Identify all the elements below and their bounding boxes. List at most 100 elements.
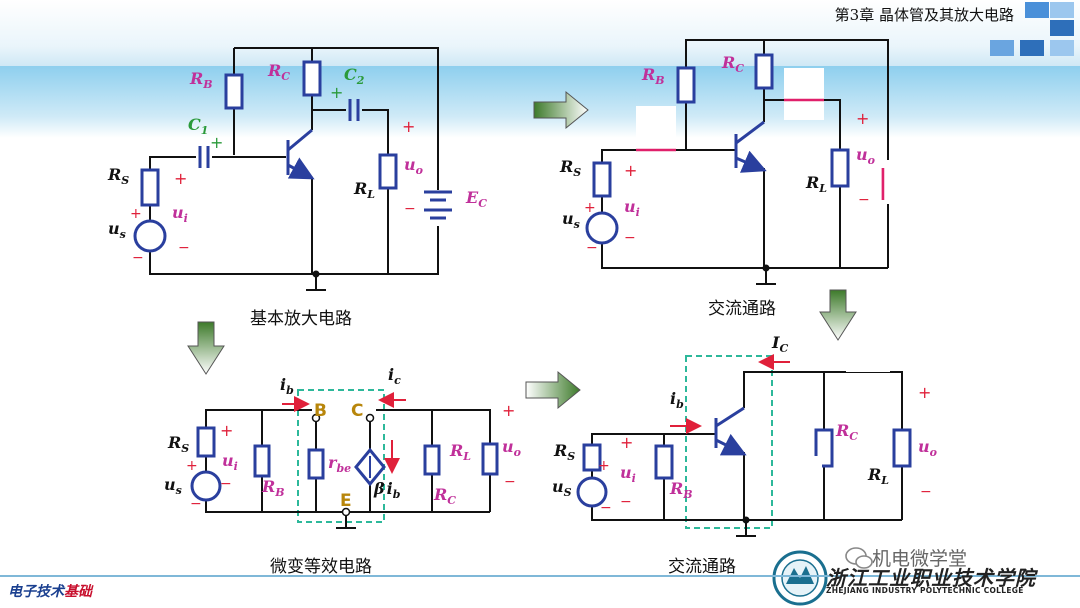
svg-text:+: + bbox=[918, 383, 931, 402]
right-arrow-icon bbox=[533, 90, 589, 130]
resistor-rb bbox=[224, 73, 244, 110]
ac-dashed-box bbox=[685, 355, 773, 529]
node-c: C bbox=[351, 401, 363, 421]
label-rl-4: RL bbox=[867, 465, 889, 487]
svg-text:−: − bbox=[600, 500, 612, 516]
source-us-3 bbox=[190, 470, 222, 502]
svg-text:+: + bbox=[502, 401, 515, 420]
header-band bbox=[0, 0, 1080, 66]
minus-us: − bbox=[132, 250, 144, 266]
label-rb-4: RB bbox=[669, 479, 693, 501]
svg-text:−: − bbox=[858, 192, 870, 208]
label-ui-3: ui bbox=[222, 451, 238, 473]
label-rs-2: RS bbox=[559, 157, 581, 179]
wechat-account: 机电微学堂 bbox=[872, 548, 968, 570]
resistor-rb-4 bbox=[654, 444, 674, 480]
logo-square bbox=[1050, 2, 1074, 18]
footer-divider bbox=[0, 575, 1080, 577]
mask-box bbox=[636, 106, 676, 170]
svg-text:−: − bbox=[220, 476, 232, 492]
label-us: us bbox=[108, 219, 126, 241]
down-arrow-icon bbox=[819, 289, 857, 341]
college-name-en: ZHEJIANG INDUSTRY POLYTECHNIC COLLEGE bbox=[826, 586, 1024, 595]
svg-text:+: + bbox=[856, 109, 869, 128]
mask-box bbox=[782, 456, 822, 512]
label-rl-2: RL bbox=[805, 173, 827, 195]
label-c2: C2 bbox=[344, 65, 365, 87]
footer-course-title: 电子技术基础 bbox=[8, 584, 92, 600]
caption-ac-path-2: 交流通路 bbox=[668, 557, 736, 577]
minus-uo: − bbox=[404, 201, 416, 217]
ac-path-circuit-1 bbox=[601, 39, 889, 284]
label-ui: ui bbox=[172, 203, 188, 225]
ac-path-circuit-2 bbox=[591, 371, 903, 536]
minus-ui: − bbox=[178, 240, 190, 256]
label-rl: RL bbox=[353, 179, 375, 201]
svg-text:−: − bbox=[620, 494, 632, 510]
equiv-dashed-box bbox=[297, 389, 385, 523]
plus-c2: + bbox=[330, 83, 343, 102]
resistor-rs bbox=[140, 168, 160, 207]
resistor-rc bbox=[302, 60, 322, 97]
resistor-rl-3 bbox=[481, 442, 499, 476]
label-ib-4: ib bbox=[670, 389, 684, 411]
caption-basic-amplifier: 基本放大电路 bbox=[250, 309, 352, 329]
equiv-circuit bbox=[205, 409, 491, 528]
svg-text:−: − bbox=[586, 240, 598, 256]
label-rs: RS bbox=[107, 165, 129, 187]
label-ic-4: IC bbox=[771, 333, 788, 355]
plus-us: + bbox=[130, 206, 142, 222]
resistor-rc-2 bbox=[754, 53, 774, 90]
svg-text:+: + bbox=[620, 433, 633, 452]
logo-square bbox=[1025, 2, 1049, 18]
logo-square bbox=[1050, 20, 1074, 36]
source-us-2 bbox=[585, 211, 619, 245]
down-arrow-icon bbox=[187, 321, 225, 375]
svg-text:−: − bbox=[624, 230, 636, 246]
college-seal-icon bbox=[772, 550, 828, 606]
label-rb-3: RB bbox=[261, 477, 285, 499]
resistor-rl-4 bbox=[892, 428, 912, 468]
logo-square bbox=[1020, 40, 1044, 56]
mask-box bbox=[846, 336, 890, 372]
node-b: B bbox=[314, 401, 327, 421]
source-us bbox=[133, 219, 167, 253]
label-rc: RC bbox=[267, 61, 290, 83]
resistor-rs-2 bbox=[592, 161, 612, 198]
source-us-4 bbox=[576, 476, 608, 508]
resistor-rb-2 bbox=[676, 66, 696, 104]
label-rb-2: RB bbox=[641, 65, 665, 87]
svg-text:+: + bbox=[624, 161, 637, 180]
label-us-4: uS bbox=[552, 477, 572, 499]
resistor-rs-4 bbox=[582, 443, 602, 472]
label-rc-4: RC bbox=[835, 421, 858, 443]
svg-text:+: + bbox=[584, 200, 596, 216]
label-rbe: rbe bbox=[328, 453, 351, 475]
svg-text:−: − bbox=[920, 484, 932, 500]
label-ib-3: ib bbox=[280, 375, 294, 397]
mask-box bbox=[600, 388, 640, 430]
label-rs-3: RS bbox=[167, 433, 189, 455]
label-rc-2: RC bbox=[721, 53, 744, 75]
college-name-zh: 浙江工业职业技术学院 bbox=[826, 566, 1036, 590]
label-us-2: us bbox=[562, 209, 580, 231]
basic-amplifier-components bbox=[133, 60, 452, 253]
node-e: E bbox=[340, 491, 352, 511]
basic-amplifier-circuit bbox=[149, 47, 439, 290]
resistor-rl-2 bbox=[830, 148, 850, 188]
label-c1: C1 bbox=[188, 115, 208, 137]
label-uo: uo bbox=[404, 155, 423, 177]
caption-ac-path-1: 交流通路 bbox=[708, 299, 776, 319]
label-ec: EC bbox=[465, 188, 487, 210]
mask-box bbox=[882, 160, 912, 204]
resistor-rc-3 bbox=[423, 444, 441, 476]
plus-uo: + bbox=[402, 117, 415, 136]
left-arrow-icon bbox=[525, 370, 581, 410]
label-ui-4: ui bbox=[620, 463, 636, 485]
label-ic-3: ic bbox=[388, 365, 401, 387]
label-rl-3: RL bbox=[449, 441, 471, 463]
label-rb: RB bbox=[189, 69, 213, 91]
label-uo-4: uo bbox=[918, 437, 937, 459]
